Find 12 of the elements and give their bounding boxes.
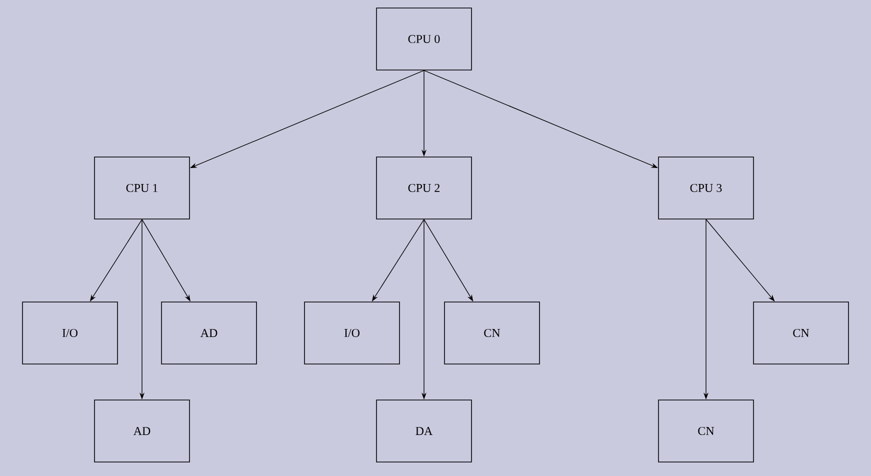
process-box: CPU 0	[376, 8, 472, 70]
process-box: I/O	[304, 302, 400, 364]
process-box: CPU 1	[94, 156, 190, 220]
process-box: AD	[94, 400, 190, 462]
process-box: DA	[376, 400, 472, 462]
process-box: I/O	[22, 302, 118, 364]
process-box: CPU 2	[376, 156, 472, 220]
process-box: CN	[753, 302, 849, 364]
process-box: CPU 3	[658, 156, 754, 220]
process-box: AD	[161, 302, 257, 364]
process-box: CN	[658, 400, 754, 462]
process-box: CN	[444, 302, 540, 364]
